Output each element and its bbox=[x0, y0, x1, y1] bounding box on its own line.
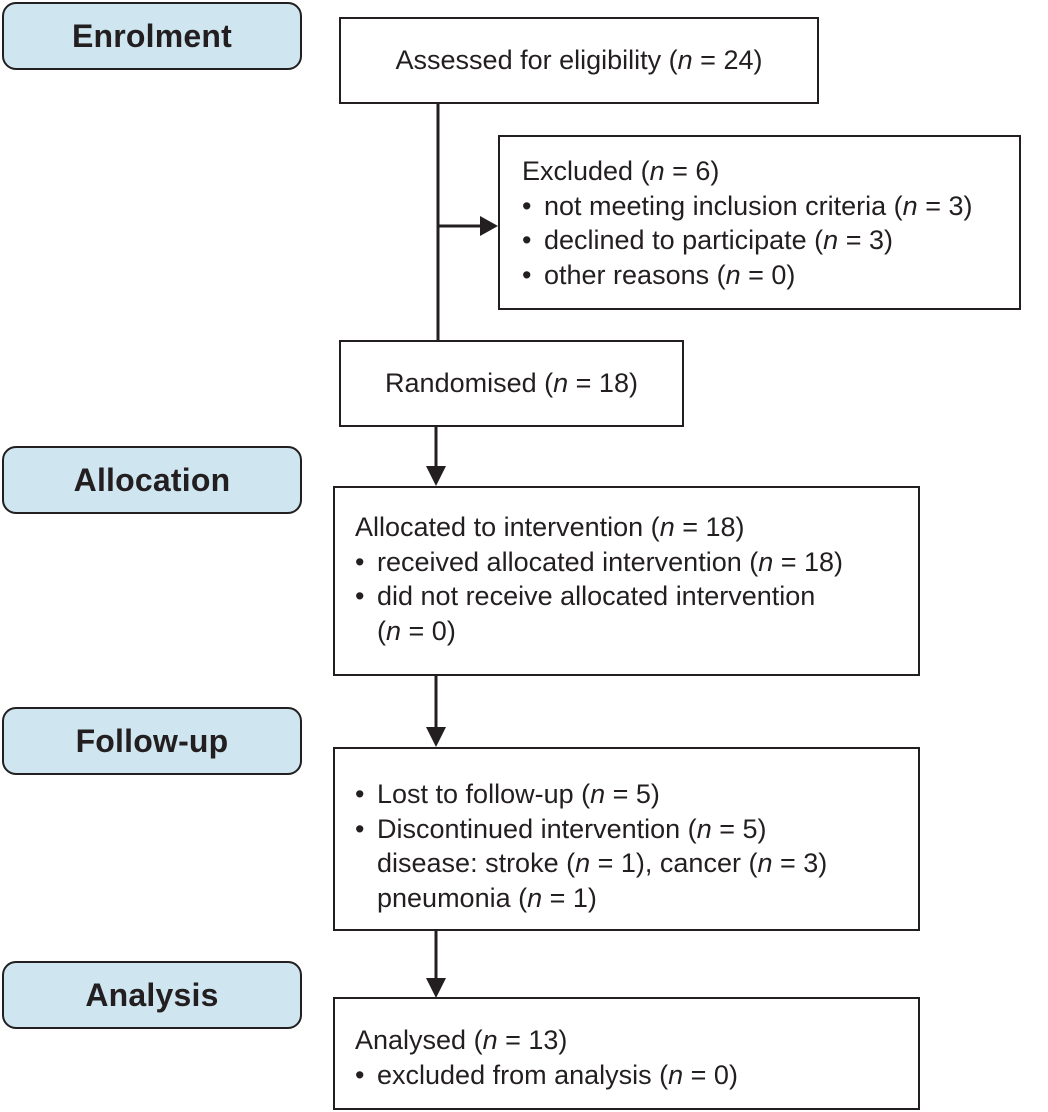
allocated-item: received allocated intervention (n = 18) bbox=[355, 545, 918, 580]
stage-label-allocation: Allocation bbox=[2, 446, 302, 514]
stage-label-analysis: Analysis bbox=[2, 961, 302, 1029]
randomised-text: Randomised (n = 18) bbox=[385, 368, 638, 399]
analysed-item: excluded from analysis (n = 0) bbox=[355, 1058, 918, 1093]
analysed-title: Analysed (n = 13) bbox=[355, 1025, 568, 1055]
followup-item: Discontinued intervention (n = 5) bbox=[355, 812, 918, 847]
analysed-box: Analysed (n = 13) excluded from analysis… bbox=[333, 997, 920, 1110]
followup-box: Lost to follow-up (n = 5) Discontinued i… bbox=[333, 747, 920, 931]
followup-item: Lost to follow-up (n = 5) bbox=[355, 777, 918, 812]
allocated-item: did not receive allocated intervention bbox=[355, 579, 918, 614]
assessed-text: Assessed for eligibility (n = 24) bbox=[395, 45, 763, 76]
excluded-item: other reasons (n = 0) bbox=[522, 258, 1019, 293]
allocated-title: Allocated to intervention (n = 18) bbox=[355, 512, 745, 542]
arrowhead-analysed bbox=[426, 978, 446, 998]
excluded-item: declined to participate (n = 3) bbox=[522, 223, 1019, 258]
arrowhead-followup bbox=[426, 727, 446, 747]
stage-label-follow-up: Follow-up bbox=[2, 707, 302, 775]
excluded-box: Excluded (n = 6) not meeting inclusion c… bbox=[498, 135, 1021, 310]
arrowhead-allocated bbox=[426, 466, 446, 486]
allocated-item-continuation: (n = 0) bbox=[377, 615, 456, 646]
excluded-item: not meeting inclusion criteria (n = 3) bbox=[522, 189, 1019, 224]
stage-label-enrolment: Enrolment bbox=[2, 2, 302, 70]
randomised-box: Randomised (n = 18) bbox=[339, 340, 684, 427]
excluded-title: Excluded (n = 6) bbox=[522, 156, 720, 186]
followup-detail: pneumonia (n = 1) bbox=[377, 882, 597, 913]
arrowhead-excluded bbox=[480, 216, 498, 236]
followup-detail: disease: stroke (n = 1), cancer (n = 3) bbox=[377, 848, 828, 878]
allocated-box: Allocated to intervention (n = 18) recei… bbox=[333, 486, 920, 676]
assessed-box: Assessed for eligibility (n = 24) bbox=[339, 17, 819, 104]
